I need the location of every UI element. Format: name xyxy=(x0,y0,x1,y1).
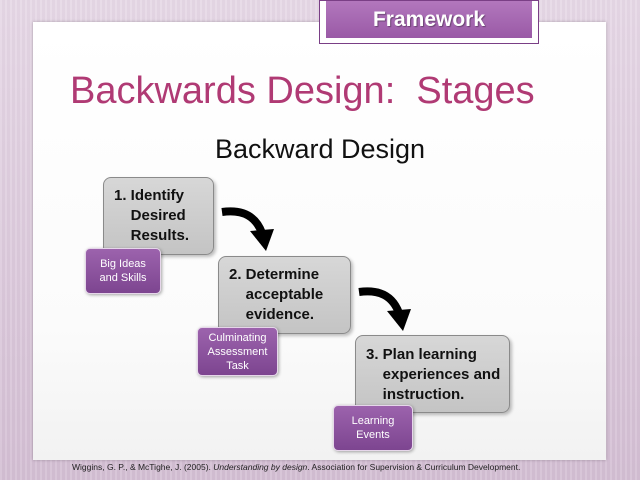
framework-label: Framework xyxy=(326,1,532,38)
stage-3-box: 3. Plan learning experiences and instruc… xyxy=(355,335,510,413)
tag-2-line-2: Assessment xyxy=(207,345,268,358)
tag-big-ideas: Big Ideas and Skills xyxy=(85,248,161,294)
stage-1-line-1: 1. Identify xyxy=(114,187,185,204)
stage-3-line-3: instruction. xyxy=(366,386,465,403)
stage-1-box: 1. Identify Desired Results. xyxy=(103,177,214,255)
curved-arrow-2-icon xyxy=(358,287,411,331)
tag-1-line-2: and Skills xyxy=(99,272,147,284)
stage-1-line-3: Results. xyxy=(114,227,190,244)
tag-learning-events: Learning Events xyxy=(333,405,413,451)
citation-suffix: . Association for Supervision & Curricul… xyxy=(307,462,521,472)
curved-arrow-1-icon xyxy=(221,207,274,251)
citation-title: Understanding by design xyxy=(213,462,308,472)
tag-culminating-assessment: Culminating Assessment Task xyxy=(197,327,278,376)
tag-2-line-3: Task xyxy=(226,359,249,372)
tag-3-line-1: Learning xyxy=(351,415,395,427)
citation: Wiggins, G. P., & McTighe, J. (2005). Un… xyxy=(72,462,520,472)
stage-1-line-2: Desired xyxy=(114,207,186,224)
tag-3-line-2: Events xyxy=(356,429,390,441)
stage-2-line-2: acceptable xyxy=(229,286,324,303)
stage-3-line-1: 3. Plan learning xyxy=(366,346,477,363)
stage-2-box: 2. Determine acceptable evidence. xyxy=(218,256,351,334)
slide-title: Backwards Design: Stages xyxy=(70,70,535,112)
stage-2-line-3: evidence. xyxy=(229,306,315,323)
framework-tab: Framework xyxy=(319,0,539,44)
tag-2-line-1: Culminating xyxy=(208,331,267,344)
diagram-title: Backward Design xyxy=(214,134,426,164)
stage-3-line-2: experiences and xyxy=(366,366,501,383)
tag-1-line-1: Big Ideas xyxy=(100,258,146,270)
stage-2-line-1: 2. Determine xyxy=(229,266,320,283)
citation-prefix: Wiggins, G. P., & McTighe, J. (2005). xyxy=(72,462,214,472)
